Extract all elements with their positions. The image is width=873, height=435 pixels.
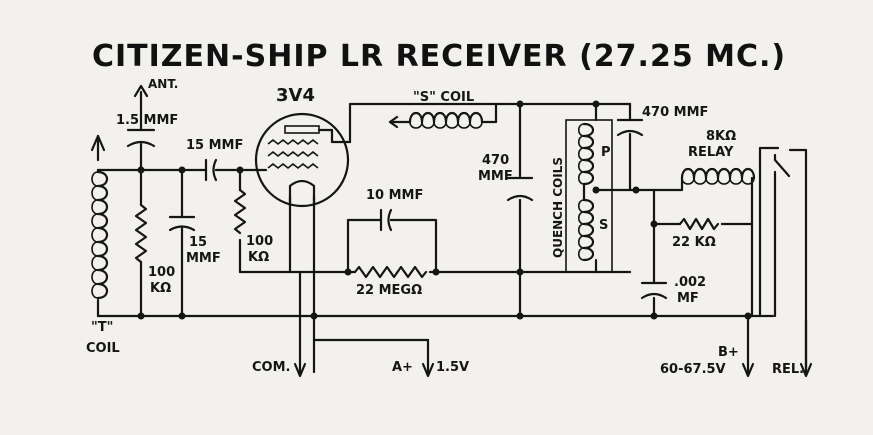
wiring [96,90,808,374]
label-cap-15-unit: MMF [186,251,221,266]
label-cap-15: 15 [189,235,207,250]
label-tube: 3V4 [276,85,315,106]
label-quench: QUENCH COILS [551,157,565,258]
label-t-coil-word: COIL [86,341,120,356]
resistor-22k [678,217,720,231]
label-res-22meg: 22 MEGΩ [356,283,422,298]
label-rel: REL. [772,362,804,377]
tube-3v4 [254,112,352,208]
label-cap-470-unit: MMF [478,169,513,184]
schematic-title: CITIZEN-SHIP LR RECEIVER (27.25 MC.) [92,39,786,74]
label-cap-10: 10 MMF [366,188,423,203]
capacitor-470mmf [506,176,534,202]
capacitor-470mmf-top [616,118,644,137]
quench-coils [565,119,613,273]
label-cap-ant: 1.5 MMF [116,113,178,128]
relay-coil [680,167,756,192]
label-relay-ohm: 8KΩ [706,129,736,144]
label-cap-002-unit: MF [677,291,699,306]
label-cap-470: 470 [482,153,509,168]
label-res-mid-unit: KΩ [248,250,269,265]
label-res-left-unit: KΩ [150,281,171,296]
capacitor-002mf [640,281,668,300]
label-cap-470-top: 470 MMF [642,105,708,120]
label-v15: 1.5V [436,360,469,375]
label-res-left: 100 [148,265,175,280]
label-cap-grid: 15 MMF [186,138,243,153]
capacitor-10mmf [379,208,393,232]
label-relay: RELAY [688,145,734,160]
s-coil [388,102,498,129]
label-com: COM. [252,360,290,375]
capacitor-antenna [126,84,156,148]
terminal-arrows [293,362,813,378]
capacitor-grid [204,158,218,182]
capacitor-15mmf [168,215,196,232]
label-s: S [599,218,608,233]
labels: ANT. 1.5 MMF 3V4 15 MMF 15 MMF 100 KΩ 10… [86,77,804,377]
label-ant: ANT. [148,77,178,91]
label-res-mid: 100 [246,234,273,249]
junction-dots [137,100,752,320]
label-a-plus: A+ [392,360,413,375]
t-coil [90,134,109,300]
resistor-left-100k [134,203,148,264]
resistor-mid-100k [233,188,247,235]
label-b-plus: B+ [718,345,739,360]
label-b-volt: 60-67.5V [660,362,726,377]
label-cap-002: .002 [674,275,706,290]
resistor-22meg [353,265,428,279]
label-s-coil: "S" COIL [413,90,474,105]
label-p: P [601,145,611,160]
label-t-coil: "T" [91,320,113,335]
label-res-22k: 22 KΩ [672,235,716,250]
